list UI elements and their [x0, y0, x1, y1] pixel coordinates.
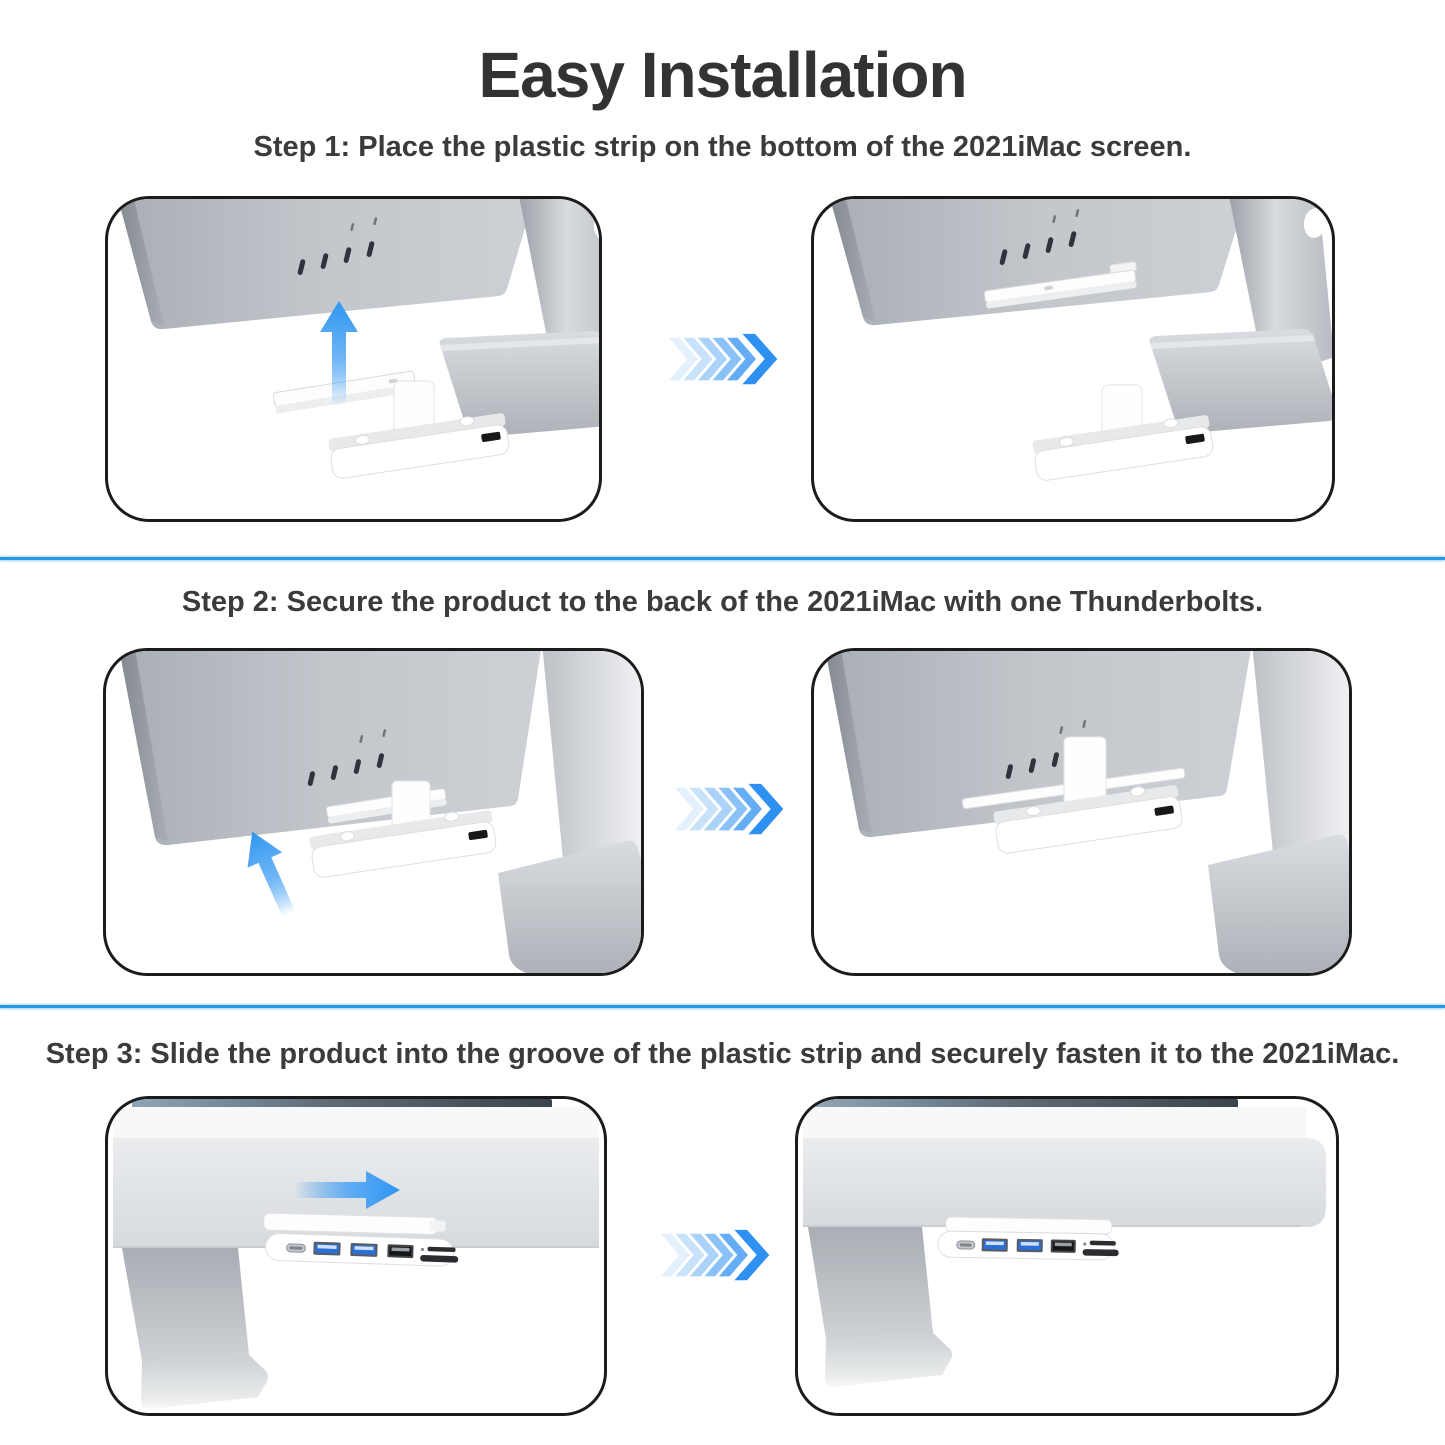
usb-a-port: [1154, 805, 1174, 816]
sd-slot: [420, 1255, 459, 1263]
section-divider: [0, 1005, 1445, 1008]
port-marks: [1052, 209, 1080, 223]
usb-a-black-port: [1050, 1239, 1076, 1253]
usb-a-blue-port-1: [313, 1241, 341, 1256]
led-dot: [420, 1247, 425, 1252]
imac-stand: [439, 199, 599, 438]
usb-a-port: [1185, 433, 1205, 444]
sd-slot: [1082, 1249, 1119, 1257]
section-divider: [0, 557, 1445, 560]
usb-c-port-slots: [999, 231, 1077, 265]
chevron-arrow-icon: [674, 783, 784, 835]
imac-stand-front: [122, 1248, 268, 1409]
usb-hub-front: [937, 1230, 1119, 1261]
chin-top-face: [803, 1107, 1307, 1138]
usb-a-blue-port-1: [981, 1238, 1008, 1252]
plastic-strip-attached: [263, 1212, 446, 1235]
usb-a-blue-port-2: [1016, 1238, 1043, 1253]
chevron-arrow-icon: [660, 1229, 770, 1281]
usb-c-port-slots: [297, 241, 375, 275]
usb-hub-front: [265, 1232, 459, 1267]
usb-a-port: [481, 431, 501, 442]
step3-caption: Step 3: Slide the product into the groov…: [45, 1038, 1400, 1070]
usb-a-blue-port-2: [350, 1243, 378, 1257]
usb-hub: [1032, 384, 1214, 481]
usb-hub-mounted: [993, 736, 1183, 854]
plastic-strip-attached: [983, 261, 1137, 309]
usb-a-black-port: [387, 1244, 414, 1259]
usb-c-port: [956, 1240, 976, 1250]
step2-after-illustration: [825, 651, 1349, 973]
imac-back: [830, 199, 1246, 326]
led-dot: [1083, 1242, 1087, 1246]
page-title: Easy Installation: [478, 39, 967, 111]
diagonal-up-arrow-icon: [247, 831, 296, 917]
imac-chin: [803, 1138, 1326, 1227]
microsd-slot: [427, 1246, 456, 1253]
usb-c-port-slots: [307, 753, 384, 786]
imac-back: [118, 199, 534, 330]
usb-hub: [328, 380, 510, 479]
imac-stand: [1149, 199, 1332, 434]
screen-top-bezel: [132, 1099, 552, 1108]
chin-top-face: [113, 1107, 599, 1138]
step1-before-panel: [105, 196, 602, 522]
port-marks: [359, 729, 387, 743]
step3-after-illustration: [803, 1099, 1326, 1387]
step2-before-panel: [103, 648, 644, 976]
right-arrow-icon: [294, 1171, 400, 1209]
usb-a-port: [468, 829, 488, 841]
step3-before-illustration: [113, 1099, 599, 1409]
up-arrow-icon: [320, 301, 358, 405]
step1-caption: Step 1: Place the plastic strip on the b…: [253, 131, 1192, 163]
screen-top-bezel: [816, 1099, 1238, 1108]
chevron-arrow-icon: [668, 333, 778, 385]
usb-c-port-slots: [1005, 752, 1059, 779]
microsd-slot: [1089, 1240, 1116, 1246]
imac-stand-front: [808, 1227, 952, 1387]
step1-after-panel: [811, 196, 1335, 522]
step2-before-illustration: [119, 651, 641, 973]
usb-hub: [309, 780, 497, 878]
port-marks: [1059, 720, 1087, 734]
step2-after-panel: [811, 648, 1352, 976]
step3-after-panel: [795, 1096, 1339, 1416]
step1-after-illustration: [830, 199, 1332, 481]
stand-base: [498, 840, 641, 973]
usb-c-port: [285, 1243, 306, 1253]
stand-base: [1208, 834, 1349, 973]
step3-before-panel: [105, 1096, 607, 1416]
step1-before-illustration: [118, 199, 599, 479]
port-marks: [350, 217, 378, 231]
step2-caption: Step 2: Secure the product to the back o…: [181, 586, 1264, 618]
